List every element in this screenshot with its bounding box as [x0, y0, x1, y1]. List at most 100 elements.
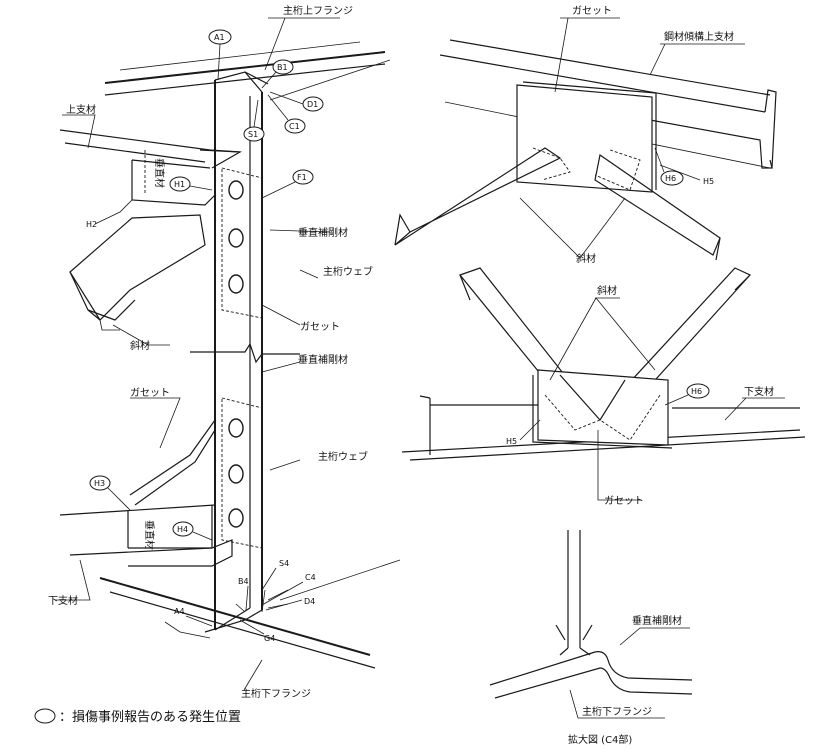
marker-H1: H1	[169, 176, 191, 192]
upper-flange-edge-2	[104, 63, 386, 96]
lower-member-box	[128, 539, 233, 567]
marker-H3: H3	[89, 475, 111, 491]
legend-text: ：損傷事例報告のある発生位置	[59, 710, 241, 725]
upper-flange-leader	[264, 17, 340, 71]
bolt	[228, 228, 244, 248]
diagonal-right-end	[715, 237, 721, 261]
web-top-line	[269, 59, 391, 101]
detail-flange-bottom	[494, 667, 693, 699]
bolt	[228, 274, 244, 294]
bolt	[228, 180, 244, 200]
diagonal-leader	[112, 324, 170, 346]
upper-member-top	[449, 39, 771, 96]
diagonal-v-left-end	[459, 274, 471, 301]
web-lower-leader	[269, 459, 301, 471]
detail-flange-leader	[569, 689, 665, 719]
upper-flange-far-edge	[119, 41, 361, 71]
lower-flange-misc	[164, 621, 211, 639]
bolt	[228, 418, 244, 438]
stiffener-mid-leader	[261, 361, 301, 373]
diagonal-angle-edge-2	[87, 299, 136, 321]
upper-member-web	[649, 119, 773, 169]
marker-H3-leader	[107, 487, 131, 511]
gusset-leader-mid	[597, 430, 640, 501]
lower-member-line	[59, 504, 216, 516]
upper-member-end	[764, 89, 777, 169]
diagonal-right	[594, 153, 721, 256]
marker-A1-leader	[217, 43, 221, 81]
label-stiffener-mid: 垂直補剛材	[298, 353, 348, 366]
label-diagonal-mid: 斜材	[597, 284, 617, 297]
lower-member-line-2	[69, 547, 213, 556]
marker-S1-leader	[253, 99, 259, 128]
upper-member-line-2	[64, 142, 206, 163]
bottom-leaders	[235, 589, 289, 613]
gusset-leader	[261, 304, 301, 326]
stiffener-leader	[269, 229, 331, 233]
diagonal-v-right-end	[734, 274, 751, 291]
marker-S4: S4	[279, 559, 289, 568]
label-gusset: ガセット	[572, 5, 612, 17]
label-vert-lower: 垂直材	[143, 520, 156, 550]
lower-diagonal	[129, 419, 216, 496]
label-gusset-mid: ガセット	[604, 495, 644, 507]
gusset-plate-lower-edge	[532, 375, 673, 449]
marker-F1: F1	[292, 169, 314, 185]
lower-member-end	[419, 395, 431, 455]
lower-gusset-leader	[130, 397, 181, 449]
diagonal-angle-edge-3	[87, 309, 120, 331]
svg-text:C1: C1	[289, 122, 300, 131]
label-upper-flange: 主桁上フランジ	[283, 4, 353, 17]
detail-c4-view: 垂直補剛材 主桁下フランジ 拡大図 (C4部)	[489, 530, 693, 746]
svg-text:A1: A1	[214, 33, 225, 42]
marker-S1: S1	[243, 126, 265, 142]
diagonal-overlap	[559, 374, 626, 421]
plain-marker-leaders	[185, 567, 304, 635]
marker-B1-leader	[261, 71, 277, 89]
marker-H5-mid-leader	[519, 419, 541, 441]
detail-stiffener-leader	[619, 627, 690, 646]
marker-H5-top-leader	[659, 164, 701, 181]
marker-A4: A4	[174, 607, 185, 616]
label-detail-flange: 主桁下フランジ	[582, 705, 652, 718]
svg-text:S1: S1	[248, 130, 258, 139]
label-vert-upper: 垂直材	[153, 158, 166, 188]
label-web-upper: 主桁ウェブ	[323, 265, 373, 278]
marker-G4: G4	[264, 634, 275, 643]
upper-member-line	[59, 129, 241, 153]
marker-H6-mid-leader	[664, 394, 689, 406]
svg-text:D1: D1	[307, 100, 318, 109]
gusset-plate-edge	[522, 81, 657, 190]
label-diagonal: 斜材	[576, 252, 596, 265]
upper-angle	[199, 149, 243, 169]
diagonal-leader-mid	[549, 297, 656, 381]
upper-gusset-outline	[221, 167, 263, 319]
stiffener-top-2	[244, 71, 269, 85]
svg-text:H4: H4	[177, 525, 188, 534]
gusset-hidden	[544, 394, 661, 441]
label-stiffener-upper: 垂直補剛材	[298, 226, 348, 239]
lower-member-top-2	[409, 436, 806, 461]
marker-D4: D4	[304, 597, 315, 606]
upper-flange-edge	[104, 51, 386, 84]
label-lower-member-mid: 下支材	[744, 385, 774, 398]
lower-flange-edge	[99, 577, 371, 656]
marker-H6-top: H6	[660, 170, 684, 186]
marker-C4: C4	[305, 573, 316, 582]
label-web-lower: 主桁ウェブ	[318, 450, 368, 463]
svg-text:H1: H1	[174, 180, 185, 189]
label-upper-member: 上支材	[66, 103, 96, 116]
break-mark	[190, 342, 300, 364]
lower-member-leader	[55, 559, 91, 601]
right-top-view: ガセット 鋼材傾構上支材 斜材 H6 H5	[394, 5, 777, 265]
legend-circle-icon	[34, 708, 56, 724]
label-diagonal: 斜材	[130, 339, 150, 352]
svg-text:H6: H6	[691, 387, 702, 396]
gusset-leader	[554, 17, 620, 93]
gusset-plate	[516, 84, 653, 193]
marker-H6-top-leader	[654, 147, 665, 173]
diagonal-left	[394, 147, 562, 246]
web-leader	[299, 269, 319, 279]
marker-H5-top: H5	[703, 177, 714, 186]
upper-member-top-2	[439, 54, 766, 113]
